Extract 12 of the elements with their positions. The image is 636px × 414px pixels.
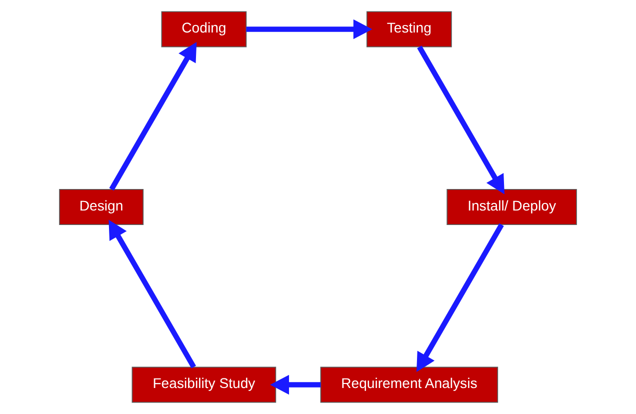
node-box: Testing	[366, 11, 452, 48]
arrow	[270, 374, 321, 395]
node-box: Install/ Deploy	[446, 188, 577, 226]
arrow	[109, 42, 197, 191]
node-box: Coding	[161, 11, 247, 48]
arrow	[416, 223, 504, 372]
node-box: Requirement Analysis	[320, 366, 498, 403]
arrow	[417, 46, 504, 194]
node-box: Design	[59, 188, 144, 226]
node-box: Feasibility Study	[132, 366, 276, 403]
arrow	[108, 220, 196, 368]
arrow	[246, 19, 372, 40]
